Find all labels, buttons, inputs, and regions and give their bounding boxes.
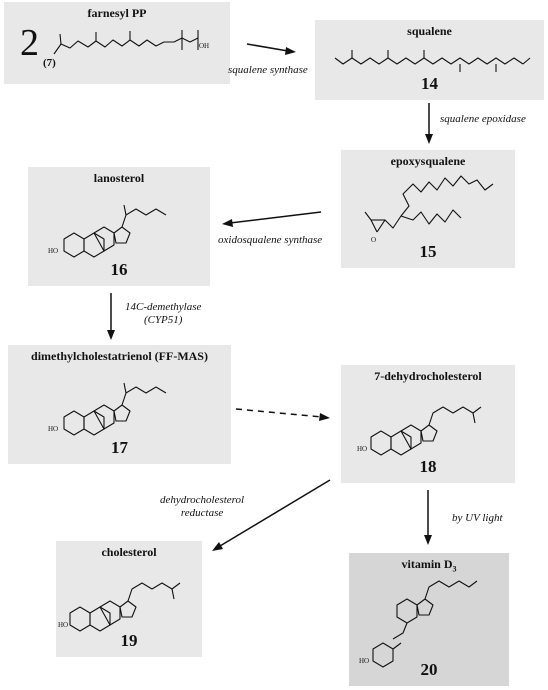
squalene-number: 14 bbox=[421, 74, 438, 93]
squalene-box: squalene 14 bbox=[315, 20, 544, 100]
lanosterol-name: lanosterol bbox=[93, 171, 145, 185]
farnesyl-pp-structure: OH bbox=[53, 30, 209, 55]
ff-mas-ho-label: HO bbox=[48, 425, 58, 433]
epoxysqualene-name: epoxysqualene bbox=[390, 154, 466, 168]
dehydrocholesterol-ho-label: HO bbox=[357, 445, 367, 453]
vitamin-d3-box: vitamin D3 HO 20 bbox=[349, 553, 509, 686]
label-squalene-synthase: squalene synthase bbox=[228, 64, 308, 76]
label-oxidosqualene-synthase: oxidosqualene synthase bbox=[218, 234, 323, 246]
label-uv-light: by UV light bbox=[452, 512, 503, 524]
lanosterol-number: 16 bbox=[110, 260, 128, 279]
epoxysqualene-number: 15 bbox=[419, 242, 437, 261]
label-squalene-epoxidase: squalene epoxidase bbox=[440, 113, 526, 125]
lanosterol-ho-label: HO bbox=[48, 247, 58, 255]
arrow-ffmas-to-dehydrocholesterol bbox=[235, 408, 323, 418]
cholesterol-structure: HO bbox=[58, 582, 181, 632]
lanosterol-structure: HO bbox=[48, 204, 167, 258]
cholesterol-number: 19 bbox=[120, 631, 138, 650]
cholesterol-box: cholesterol HO 19 bbox=[56, 541, 202, 657]
ff-mas-box: dimethylcholestatrienol (FF-MAS) HO 17 bbox=[8, 345, 231, 464]
dehydrocholesterol-name: 7-dehydrocholesterol bbox=[374, 369, 482, 383]
cholesterol-ho-label: HO bbox=[58, 621, 68, 629]
farnesyl-pp-number: 2 bbox=[20, 22, 39, 64]
epoxysqualene-box: epoxysqualene O 15 bbox=[341, 150, 515, 268]
ff-mas-number: 17 bbox=[111, 438, 128, 457]
squalene-structure bbox=[334, 50, 531, 72]
label-dehydrocholesterol-reductase: dehydrocholesterol reductase bbox=[160, 494, 245, 519]
vitamin-d3-ho-label: HO bbox=[359, 657, 369, 665]
phosphate-oh-label: OH bbox=[199, 42, 209, 50]
farnesyl-pp-subnumber: (7) bbox=[43, 57, 56, 69]
farnesyl-pp-name: farnesyl PP bbox=[87, 6, 147, 20]
ff-mas-structure: HO bbox=[48, 382, 167, 436]
farnesyl-pp-box: farnesyl PP OH 2 (7) bbox=[4, 2, 230, 84]
dehydrocholesterol-structure: HO bbox=[357, 406, 482, 456]
dehydrocholesterol-number: 18 bbox=[419, 457, 437, 476]
vitamin-d3-name: vitamin D3 bbox=[401, 557, 457, 574]
epoxysqualene-structure: O bbox=[364, 175, 494, 244]
arrow-farnesyl-to-squalene bbox=[246, 43, 289, 52]
label-14c-demethylase: 14C-demethylase (CYP51) bbox=[125, 301, 202, 326]
dehydrocholesterol-box: 7-dehydrocholesterol HO 18 bbox=[341, 365, 515, 483]
vitamin-d3-number: 20 bbox=[420, 660, 438, 679]
cholesterol-name: cholesterol bbox=[101, 545, 157, 559]
ff-mas-name: dimethylcholestatrienol (FF-MAS) bbox=[31, 349, 208, 363]
arrow-epoxysqualene-to-lanosterol bbox=[229, 211, 322, 224]
squalene-name: squalene bbox=[407, 24, 452, 38]
lanosterol-box: lanosterol HO 16 bbox=[28, 167, 210, 286]
vitamin-d3-structure: HO bbox=[359, 580, 478, 668]
epoxide-oxygen-label: O bbox=[371, 236, 376, 244]
arrow-dehydrocholesterol-to-cholesterol bbox=[219, 479, 331, 547]
